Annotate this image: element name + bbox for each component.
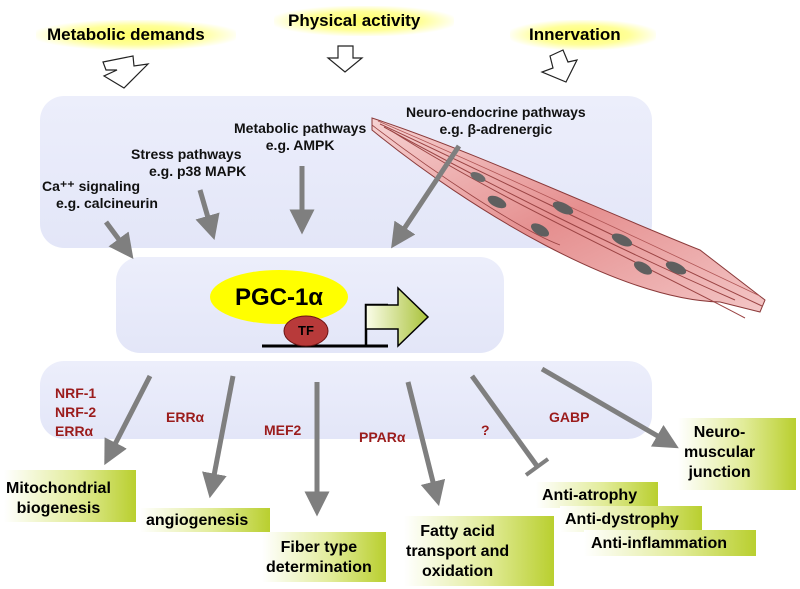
inhibit-to-anti bbox=[469, 374, 540, 468]
nmj-box bbox=[678, 418, 796, 490]
mitochondrial-biogenesis-label: Mitochondrial biogenesis bbox=[6, 479, 111, 519]
fiber-line1: Fiber type bbox=[280, 539, 358, 556]
calcium-line2: e.g. calcineurin bbox=[56, 195, 158, 211]
arrow-to-nmj bbox=[540, 366, 679, 449]
metabolic-pathway-label: Metabolic pathways e.g. AMPK bbox=[234, 120, 366, 154]
nrf1-label: NRF-1 bbox=[55, 385, 97, 401]
fatty-box bbox=[404, 516, 554, 586]
ppara-label: PPARα bbox=[359, 429, 406, 445]
calcium-pathway-label: Ca⁺⁺ signaling e.g. calcineurin bbox=[42, 178, 158, 212]
nmj-line3: junction bbox=[688, 464, 751, 481]
pgc-complex bbox=[210, 270, 430, 348]
arrow-stress bbox=[195, 189, 220, 241]
fiber-box bbox=[262, 532, 386, 582]
nmj-line2: muscular bbox=[684, 444, 756, 461]
innervation-highlight bbox=[510, 20, 656, 50]
anti-atrophy-box bbox=[536, 482, 658, 508]
innervation-label: Innervation bbox=[529, 25, 621, 44]
angiogenesis-label: angiogenesis bbox=[146, 512, 249, 529]
mef2-label: MEF2 bbox=[264, 422, 302, 438]
arrow-neuro bbox=[391, 144, 462, 249]
gabp-label: GABP bbox=[549, 409, 590, 425]
nrf-group: NRF-1 NRF-2 ERRα bbox=[55, 384, 96, 441]
neuro-pathway-label: Neuro-endocrine pathways e.g. β-adrenerg… bbox=[406, 104, 586, 138]
physical-activity-highlight bbox=[274, 6, 454, 36]
mito-box bbox=[4, 470, 136, 522]
muscle-fiber-illustration bbox=[371, 117, 766, 319]
neuro-line2: e.g. β-adrenergic bbox=[439, 121, 553, 137]
physical-activity-label: Physical activity bbox=[288, 11, 421, 30]
input-arrow-metabolic bbox=[102, 55, 150, 89]
arrow-to-angio bbox=[202, 375, 236, 499]
calcium-line1: Ca⁺⁺ signaling bbox=[42, 178, 141, 194]
arrow-calcium bbox=[103, 220, 134, 260]
input-arrow-physical bbox=[326, 45, 364, 73]
anti-inflammation-box bbox=[584, 530, 756, 556]
metabolic-line2: e.g. AMPK bbox=[265, 137, 335, 153]
arrow-to-mito bbox=[104, 374, 153, 466]
anti-dystrophy-label: Anti-dystrophy bbox=[565, 511, 679, 528]
arrow-to-fatty bbox=[405, 381, 446, 507]
neuro-line1: Neuro-endocrine pathways bbox=[406, 104, 586, 120]
fatty-line1: Fatty acid bbox=[420, 523, 495, 540]
fiber-line2: determination bbox=[266, 559, 372, 576]
fatty-line2: transport and bbox=[406, 543, 510, 560]
metabolic-demands-highlight bbox=[36, 20, 236, 50]
anti-inflammation-label: Anti-inflammation bbox=[591, 535, 727, 552]
tf-label: TF bbox=[298, 323, 314, 338]
erra-label-1: ERRα bbox=[55, 423, 94, 439]
fiber-type-label: Fiber type determination bbox=[266, 538, 372, 578]
mito-line2: biogenesis bbox=[16, 500, 101, 517]
tf-ellipse bbox=[283, 315, 329, 347]
input-arrow-innervation bbox=[540, 49, 579, 83]
neuromuscular-junction-label: Neuro- muscular junction bbox=[684, 423, 755, 483]
anti-dystrophy-box bbox=[560, 506, 702, 532]
nrf2-label: NRF-2 bbox=[55, 404, 97, 420]
transcription-arrow bbox=[365, 286, 430, 348]
mito-line1: Mitochondrial bbox=[6, 480, 111, 497]
nmj-line1: Neuro- bbox=[693, 424, 746, 441]
metabolic-line1: Metabolic pathways bbox=[234, 120, 367, 136]
inhibit-bar bbox=[524, 457, 550, 477]
unknown-factor-label: ? bbox=[481, 422, 490, 438]
stress-line2: e.g. p38 MAPK bbox=[149, 163, 247, 179]
erra-label-2: ERRα bbox=[166, 409, 205, 425]
metabolic-demands-label: Metabolic demands bbox=[47, 25, 205, 44]
angiogenesis-box bbox=[140, 508, 270, 532]
fatty-acid-label: Fatty acid transport and oxidation bbox=[406, 522, 509, 582]
anti-atrophy-label: Anti-atrophy bbox=[542, 487, 638, 504]
stress-pathway-label: Stress pathways e.g. p38 MAPK bbox=[131, 146, 246, 180]
pgc-ellipse bbox=[210, 270, 348, 324]
stress-line1: Stress pathways bbox=[131, 146, 242, 162]
pgc-label: PGC-1α bbox=[234, 284, 324, 311]
fatty-line3: oxidation bbox=[422, 563, 494, 580]
